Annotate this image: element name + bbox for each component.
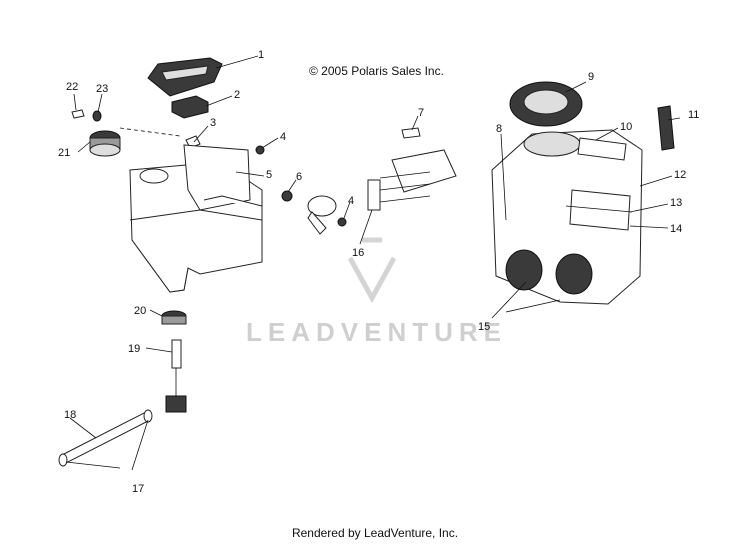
callout-16: 16 xyxy=(352,247,364,259)
watermark-text: LEADVENTURE xyxy=(246,317,508,347)
leader-lines xyxy=(65,55,681,471)
callout-6: 6 xyxy=(296,171,302,183)
callout-12: 12 xyxy=(674,169,686,181)
washer-part xyxy=(92,110,102,122)
callout-10: 10 xyxy=(620,121,632,133)
callout-4b: 4 xyxy=(348,195,354,207)
tank-grommet-part xyxy=(161,310,187,325)
callout-23: 23 xyxy=(96,83,108,95)
callout-11: 11 xyxy=(688,109,699,121)
callout-5: 5 xyxy=(266,169,272,181)
callout-9: 9 xyxy=(588,71,594,83)
pad-part xyxy=(171,95,209,119)
footer-text: Rendered by LeadVenture, Inc. xyxy=(291,526,459,540)
callout-2: 2 xyxy=(234,89,240,101)
callout-7: 7 xyxy=(418,107,424,119)
callout-3: 3 xyxy=(210,117,216,129)
callout-4: 4 xyxy=(280,131,286,143)
oil-tank-part xyxy=(129,144,263,293)
connector-part xyxy=(379,149,457,203)
filler-cap-part xyxy=(89,130,121,157)
callout-1: 1 xyxy=(258,49,264,61)
copyright-text: © 2005 Polaris Sales Inc. xyxy=(309,64,444,78)
callout-21: 21 xyxy=(58,147,70,159)
nut-part-2 xyxy=(337,217,347,227)
callout-14: 14 xyxy=(670,223,682,235)
pump-part xyxy=(307,195,337,235)
callout-17: 17 xyxy=(132,483,144,495)
tank-cover-part xyxy=(147,57,223,97)
hose-part xyxy=(58,409,153,467)
callout-18: 18 xyxy=(64,409,76,421)
level-sender-part xyxy=(165,339,187,413)
callout-8: 8 xyxy=(496,123,502,135)
screw-small-part xyxy=(71,109,85,119)
airbox-part xyxy=(491,129,643,305)
callout-15: 15 xyxy=(478,321,490,333)
watermark-logo xyxy=(347,237,397,304)
grommet-part xyxy=(281,190,293,202)
latch-part xyxy=(657,105,675,151)
callout-13: 13 xyxy=(670,197,682,209)
callout-19: 19 xyxy=(128,343,140,355)
clip-part xyxy=(367,179,381,211)
callout-20: 20 xyxy=(134,305,146,317)
callout-22: 22 xyxy=(66,81,78,93)
callout-labels: 1 2 3 4 5 6 7 8 9 10 11 12 13 14 15 16 1… xyxy=(58,49,699,495)
filter-ring-part xyxy=(509,81,583,127)
mount-screw-part xyxy=(401,127,421,139)
